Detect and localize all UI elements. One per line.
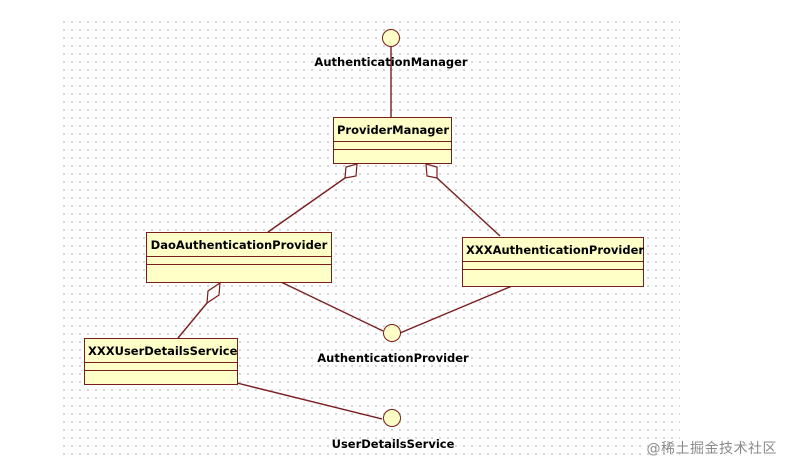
xxxuserdetailsservice-attributes-compartment (85, 363, 237, 371)
aggregation-line-providermanager-xxx (436, 177, 501, 237)
xxxuserdetailsservice-class: XXXUserDetailsService (84, 338, 238, 385)
aggregation-diamond-providermanager-dao (344, 163, 358, 179)
authenticationmanager-label: AuthenticationManager (314, 55, 468, 69)
xxxauthenticationprovider-class-name: XXXAuthenticationProvider (463, 238, 644, 262)
authenticationprovider-label: AuthenticationProvider (317, 351, 469, 365)
aggregation-line-providermanager-dao (267, 177, 346, 233)
authenticationprovider-interface-circle (383, 324, 401, 342)
xxxauthenticationprovider-operations-compartment (463, 270, 643, 277)
providermanager-class: ProviderManager (333, 117, 452, 164)
userdetailsservice-interface-circle (383, 409, 401, 427)
xxxauthenticationprovider-class: XXXAuthenticationProvider (462, 237, 644, 287)
daoauthenticationprovider-class-name: DaoAuthenticationProvider (147, 233, 331, 257)
xxxuserdetailsservice-class-name: XXXUserDetailsService (85, 339, 237, 363)
daoauthenticationprovider-class: DaoAuthenticationProvider (146, 232, 332, 283)
daoauthenticationprovider-operations-compartment (147, 265, 331, 272)
realization-line-dao-authenticationprovider (280, 281, 384, 332)
userdetailsservice-label: UserDetailsService (331, 437, 455, 451)
aggregation-diamond-dao-userdetailsservice (206, 281, 221, 305)
xxxauthenticationprovider-attributes-compartment (463, 262, 643, 270)
realization-line-xxx-authenticationprovider (399, 285, 513, 334)
watermark-text: @稀土掘金技术社区 (646, 441, 777, 457)
aggregation-line-dao-userdetailsservice (177, 302, 208, 339)
daoauthenticationprovider-attributes-compartment (147, 257, 331, 265)
providermanager-operations-compartment (334, 150, 451, 157)
authenticationmanager-interface-circle (382, 29, 400, 47)
xxxuserdetailsservice-operations-compartment (85, 371, 237, 378)
providermanager-attributes-compartment (334, 142, 451, 150)
providermanager-class-name: ProviderManager (334, 118, 451, 142)
realization-line-xxxuserdetails-userdetailsservice (236, 382, 383, 420)
aggregation-diamond-providermanager-xxx (425, 163, 438, 179)
